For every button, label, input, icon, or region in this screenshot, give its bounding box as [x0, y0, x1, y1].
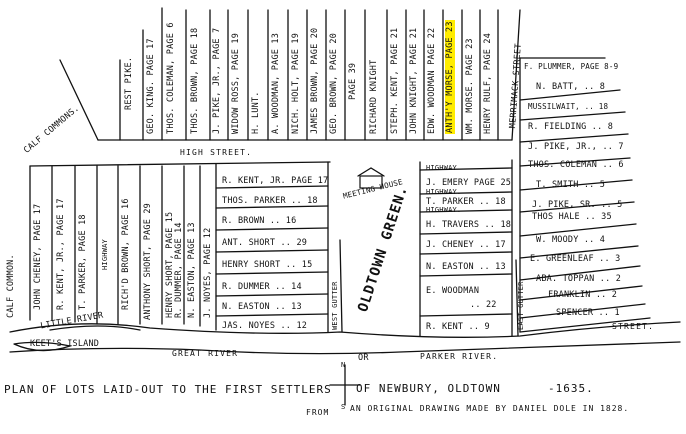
center-right-lot-1: J. EMERY PAGE 25: [426, 178, 512, 188]
highway-label-1: HIGHWAY: [426, 164, 457, 172]
map-title-place: OF NEWBURY, OLDTOWN: [356, 382, 501, 395]
highway-label-3: HIGHWAY.: [426, 206, 462, 214]
top-lot-19: HENRY RULF, PAGE 24: [483, 32, 493, 134]
top-lot-12: PAGE 39: [348, 62, 358, 100]
right-lot-2: N. BATT, .. 8: [536, 82, 606, 92]
calf-common-left-label: CALF COMMON.: [6, 254, 16, 318]
top-lot-13: RICHARD KNIGHT: [369, 59, 379, 134]
right-lot-8: J. PIKE, SR. .. 5: [532, 200, 623, 210]
center-right-lot-6: E. WOODMAN: [426, 286, 480, 296]
right-lot-11: E. GREENLEAF .. 3: [530, 254, 621, 264]
left-lot-3: T. PARKER, PAGE 18: [78, 214, 88, 310]
or-label: OR: [358, 353, 369, 363]
high-street-south-line: [29, 161, 331, 167]
center-left-lot-5: HENRY SHORT .. 15: [222, 260, 313, 270]
left-lot-4: RICH'D BROWN, PAGE 16: [121, 198, 131, 310]
top-lot-4: THOS. BROWN, PAGE 18: [190, 27, 200, 134]
west-gutter-label: WEST GUTTER: [331, 281, 339, 330]
street-right-label: STREET.: [612, 322, 655, 331]
top-lot-16: EDW. WOODMAN PAGE 22: [427, 27, 437, 134]
top-lot-2: GEO. KING. PAGE 17: [146, 38, 156, 134]
highway-left-label: HIGHWAY: [101, 239, 109, 270]
center-left-lot-6: R. DUMMER .. 14: [222, 282, 302, 292]
left-lot-8: N. EASTON, PAGE 13: [187, 222, 197, 318]
top-lot-8: A. WOODMAN, PAGE 13: [271, 32, 281, 134]
keets-island-label: KEET'S ISLAND: [30, 339, 100, 349]
top-lot-5: J. PIKE, JR., PAGE 7: [212, 27, 222, 134]
right-lot-14: SPENCER .. 1: [556, 308, 620, 318]
center-right-lot-8: R. KENT .. 9: [426, 322, 490, 332]
center-right-lot-3: H. TRAVERS .. 18: [426, 220, 512, 230]
top-lot-18: WM. MORSE. PAGE 23: [465, 38, 475, 134]
east-gutter-label: EAST GUTTER: [517, 281, 525, 330]
right-lot-7: T. SMITH .. 5: [536, 180, 606, 190]
north-shore: [9, 321, 681, 338]
compass-n: N: [341, 361, 346, 369]
center-left-lot-3: R. BROWN .. 16: [222, 216, 297, 226]
map-title: PLAN OF LOTS LAID-OUT TO THE FIRST SETTL…: [4, 383, 332, 396]
top-lot-3: THOS. COLEMAN, PAGE 6: [166, 22, 176, 134]
top-lot-10: JAMES BROWN, PAGE 20: [310, 27, 320, 134]
top-lot-17-highlighted: ANTH'Y MORSE, PAGE 23: [445, 20, 455, 134]
right-lot-3: MUSSILWAIT, .. 18: [528, 102, 609, 111]
center-left-lot-4: ANT. SHORT .. 29: [222, 238, 308, 248]
great-river-label: GREAT RIVER: [172, 349, 239, 358]
top-lot-14: STEPH. KENT, PAGE 21: [390, 27, 400, 134]
center-left-lot-7: N. EASTON .. 13: [222, 302, 302, 312]
center-right-lot-2: T. PARKER .. 18: [426, 197, 506, 207]
parker-river-label: PARKER RIVER.: [420, 352, 499, 361]
right-lot-12: ABA. TOPPAN .. 2: [536, 274, 622, 284]
keets-island: [13, 341, 73, 352]
right-lot-9: THOS HALE .. 35: [532, 212, 612, 222]
right-lot-4: R. FIELDING .. 8: [528, 122, 614, 132]
center-left-lot-8: JAS. NOYES .. 12: [222, 321, 308, 331]
highway-label-2: HIGHWAY.: [426, 188, 462, 196]
compass-s: S: [341, 403, 346, 411]
right-lot-5: J. PIKE, JR., .. 7: [528, 142, 624, 152]
high-street-label: HIGH STREET.: [180, 148, 253, 157]
left-lot-5: ANTHONY SHORT, PAGE 29: [143, 203, 153, 320]
map-subtitle: AN ORIGINAL DRAWING MADE BY DANIEL DOLE …: [350, 404, 630, 413]
top-lot-15: JOHN KNIGHT, PAGE 21: [409, 27, 419, 134]
top-lot-7: H. LUNT.: [251, 91, 261, 134]
top-lot-6: WIDOW ROSS, PAGE 19: [231, 32, 241, 134]
map-subtitle-from: FROM: [306, 408, 330, 417]
center-left-lot-1: R. KENT, JR. PAGE 17: [222, 176, 329, 186]
right-lot-1: F. PLUMMER, PAGE 8-9: [524, 62, 619, 71]
right-lot-13: FRANKLIN .. 2: [548, 290, 618, 300]
right-lot-10: W. MOODY .. 4: [536, 235, 606, 245]
south-shore: [9, 341, 681, 355]
center-right-lot-4: J. CHENEY .. 17: [426, 240, 506, 250]
map-title-year: -1635.: [548, 382, 594, 395]
top-lot-9: NICH. HOLT, PAGE 19: [291, 32, 301, 134]
left-lot-9: J. NOYES, PAGE 12: [203, 227, 213, 318]
center-left-lot-2: THOS. PARKER .. 18: [222, 196, 318, 206]
center-right-lot-7: .. 22: [470, 300, 497, 310]
left-lot-1: JOHN CHENEY, PAGE 17: [33, 203, 43, 310]
right-lot-6: THOS. COLEMAN .. 6: [528, 160, 624, 170]
left-lot-2: R. KENT, JR., PAGE 17: [56, 198, 66, 310]
center-right-lot-5: N. EASTON .. 13: [426, 262, 506, 272]
left-lot-7: R. DUMMER, PAGE 14: [174, 222, 184, 318]
top-lot-11: GEO. BROWN, PAGE 20: [329, 32, 339, 134]
top-lot-1: REST PIKE.: [124, 56, 134, 110]
